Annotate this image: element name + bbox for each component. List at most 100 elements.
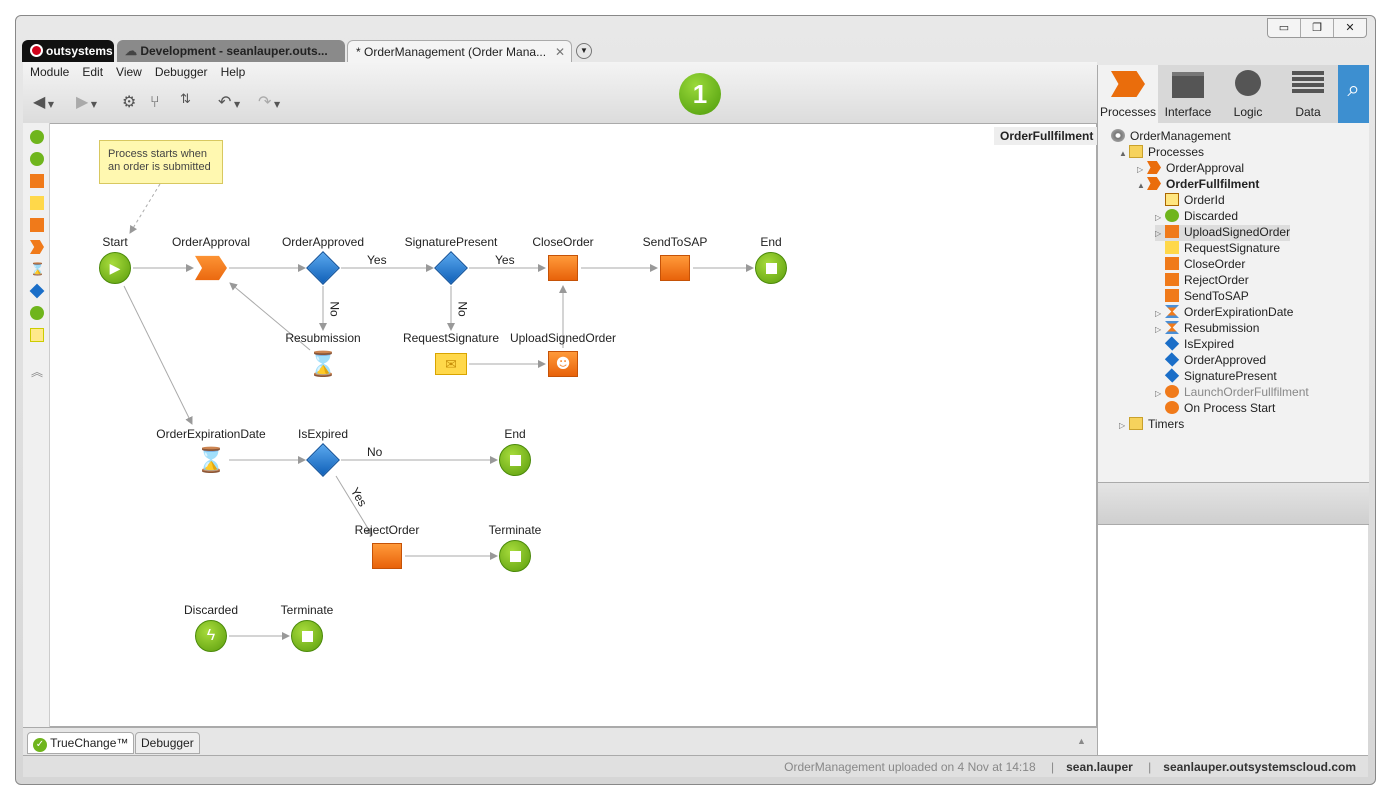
tab-order-management[interactable]: * OrderManagement (Order Mana...✕ — [347, 40, 572, 62]
tree-item[interactable]: OrderApproved — [1155, 352, 1266, 368]
menu-view[interactable]: View — [116, 65, 142, 79]
expand-panel-icon[interactable]: ▲ — [1077, 736, 1086, 746]
node-terminate[interactable]: Terminate — [281, 602, 333, 652]
expander-icon[interactable]: ▲ — [1119, 149, 1127, 158]
tree-item-label: OrderManagement — [1130, 129, 1231, 143]
publish-icon[interactable]: ⇅ — [180, 92, 191, 107]
menu-debugger[interactable]: Debugger — [154, 65, 208, 79]
start-tool-icon[interactable] — [30, 130, 44, 144]
comment-tool-icon[interactable] — [30, 328, 44, 342]
automatic-activity-tool-icon[interactable] — [30, 218, 44, 232]
tree-item[interactable]: ▲OrderFullfilment — [1137, 177, 1259, 193]
menu-edit[interactable]: Edit — [82, 65, 104, 79]
node-end[interactable]: End — [495, 426, 535, 476]
tree-item[interactable]: ▷LaunchOrderFullfilment — [1155, 385, 1309, 401]
publish-1-click-button[interactable]: 1 — [679, 73, 721, 115]
forward-button[interactable]: ▶ ▼ — [76, 92, 98, 111]
expander-icon[interactable]: ▲ — [1137, 181, 1145, 190]
node-is-expired[interactable]: IsExpired — [298, 426, 348, 477]
node-order-expiration-date[interactable]: OrderExpirationDate⌛ — [156, 426, 265, 476]
tree-item[interactable]: SendToSAP — [1155, 289, 1249, 304]
auto-icon — [1165, 273, 1179, 286]
properties-header — [1098, 482, 1369, 525]
tree-item[interactable]: ▲ Processes — [1119, 145, 1204, 161]
node-terminate[interactable]: Terminate — [489, 522, 541, 572]
expander-icon[interactable]: ▷ — [1155, 229, 1162, 238]
tab-interface[interactable]: Interface — [1158, 65, 1218, 123]
node-order-approval[interactable]: OrderApproval — [172, 234, 250, 284]
tab-label: Processes — [1099, 105, 1157, 119]
close-button[interactable]: ✕ — [1345, 22, 1355, 34]
tree-item[interactable]: CloseOrder — [1155, 257, 1245, 272]
search-icon[interactable]: ⌕ — [1338, 65, 1369, 123]
expander-icon[interactable]: ▷ — [1155, 325, 1162, 334]
tree-item[interactable]: OrderId — [1155, 193, 1225, 208]
expander-icon[interactable]: ▷ — [1155, 309, 1162, 318]
settings-gear-icon[interactable]: ⚙ — [122, 92, 137, 111]
merge-icon[interactable]: ⑂ — [150, 92, 160, 111]
maximize-button[interactable]: ❐ — [1301, 19, 1334, 37]
wait-tool-icon[interactable]: ⌛ — [30, 262, 45, 276]
tab-list-dropdown[interactable]: ▼ — [576, 43, 592, 59]
menu-help[interactable]: Help — [220, 65, 246, 79]
end-tool-icon[interactable] — [30, 306, 44, 320]
tree-item[interactable]: RejectOrder — [1155, 273, 1249, 288]
execute-process-tool-icon[interactable] — [30, 240, 44, 254]
send-email-tool-icon[interactable] — [30, 196, 44, 210]
tree-item[interactable]: ▷UploadSignedOrder — [1155, 225, 1291, 241]
tree-item[interactable]: ▷Timers — [1119, 417, 1184, 433]
human-activity-tool-icon[interactable] — [30, 174, 44, 188]
input-icon — [1165, 193, 1179, 206]
node-label: IsExpired — [297, 427, 349, 441]
node-send-to-sap[interactable]: SendToSAP — [643, 234, 707, 281]
node-label: RejectOrder — [354, 523, 420, 537]
expander-icon[interactable]: ▷ — [1155, 389, 1162, 398]
tab-processes[interactable]: Processes — [1098, 65, 1158, 123]
back-button[interactable]: ◀ ▼ — [33, 92, 55, 111]
outsystems-logo-icon — [30, 44, 43, 57]
menu-module[interactable]: Module — [30, 65, 70, 79]
redo-button[interactable]: ↷ ▼ — [258, 92, 281, 111]
expander-icon[interactable]: ▷ — [1155, 213, 1162, 222]
bottom-panel — [23, 727, 1097, 755]
flow-name-label: OrderFullfilment — [994, 127, 1100, 145]
tab-data[interactable]: Data — [1278, 65, 1338, 123]
tree-item[interactable]: On Process Start — [1155, 401, 1275, 416]
tree-item-label: Processes — [1148, 145, 1205, 159]
tab-logic[interactable]: Logic — [1218, 65, 1278, 123]
conditional-start-tool-icon[interactable] — [30, 152, 44, 166]
minimize-button[interactable]: ▭ — [1268, 19, 1301, 37]
collapse-palette-icon[interactable]: ︽ — [30, 365, 43, 379]
tab-brand[interactable]: outsystems — [22, 40, 114, 62]
node-start[interactable]: Start▶ — [95, 234, 135, 284]
tree-item[interactable]: ▷Resubmission — [1155, 321, 1259, 337]
tree-item[interactable]: IsExpired — [1155, 336, 1234, 352]
tree-item[interactable]: RequestSignature — [1155, 241, 1280, 256]
automatic-activity-icon — [372, 543, 402, 569]
hourglass-icon: ⌛ — [308, 350, 338, 378]
node-upload-signed-order[interactable]: UploadSignedOrder☻ — [510, 330, 616, 377]
decision-icon — [434, 251, 468, 285]
expander-icon[interactable]: ▷ — [1137, 165, 1144, 174]
node-request-signature[interactable]: RequestSignature✉ — [403, 330, 499, 375]
tree-item[interactable]: ▷OrderExpirationDate — [1155, 305, 1293, 321]
comment-note[interactable]: Process starts when an order is submitte… — [99, 140, 223, 184]
data-icon — [1292, 71, 1324, 95]
close-tab-icon[interactable]: ✕ — [554, 45, 565, 59]
node-signature-present[interactable]: SignaturePresent — [405, 234, 497, 285]
node-end[interactable]: End — [751, 234, 791, 284]
tab-debugger[interactable]: Debugger — [135, 732, 200, 754]
tree-item[interactable]: ▷OrderApproval — [1137, 161, 1244, 177]
tab-truechange[interactable]: ✓ TrueChange™ — [27, 732, 135, 754]
node-reject-order[interactable]: RejectOrder — [355, 522, 419, 569]
undo-button[interactable]: ↶ ▼ — [218, 92, 241, 111]
node-order-approved[interactable]: OrderApproved — [282, 234, 364, 285]
node-close-order[interactable]: CloseOrder — [532, 234, 594, 281]
expander-icon[interactable]: ▷ — [1119, 421, 1126, 430]
tree-item[interactable]: OrderManagement — [1101, 129, 1231, 144]
tab-environment[interactable]: ☁ Development - seanlauper.outs... — [117, 40, 345, 62]
tree-item[interactable]: SignaturePresent — [1155, 368, 1277, 384]
tree-item[interactable]: ▷Discarded — [1155, 209, 1238, 225]
node-resubmission[interactable]: Resubmission⌛ — [285, 330, 360, 380]
